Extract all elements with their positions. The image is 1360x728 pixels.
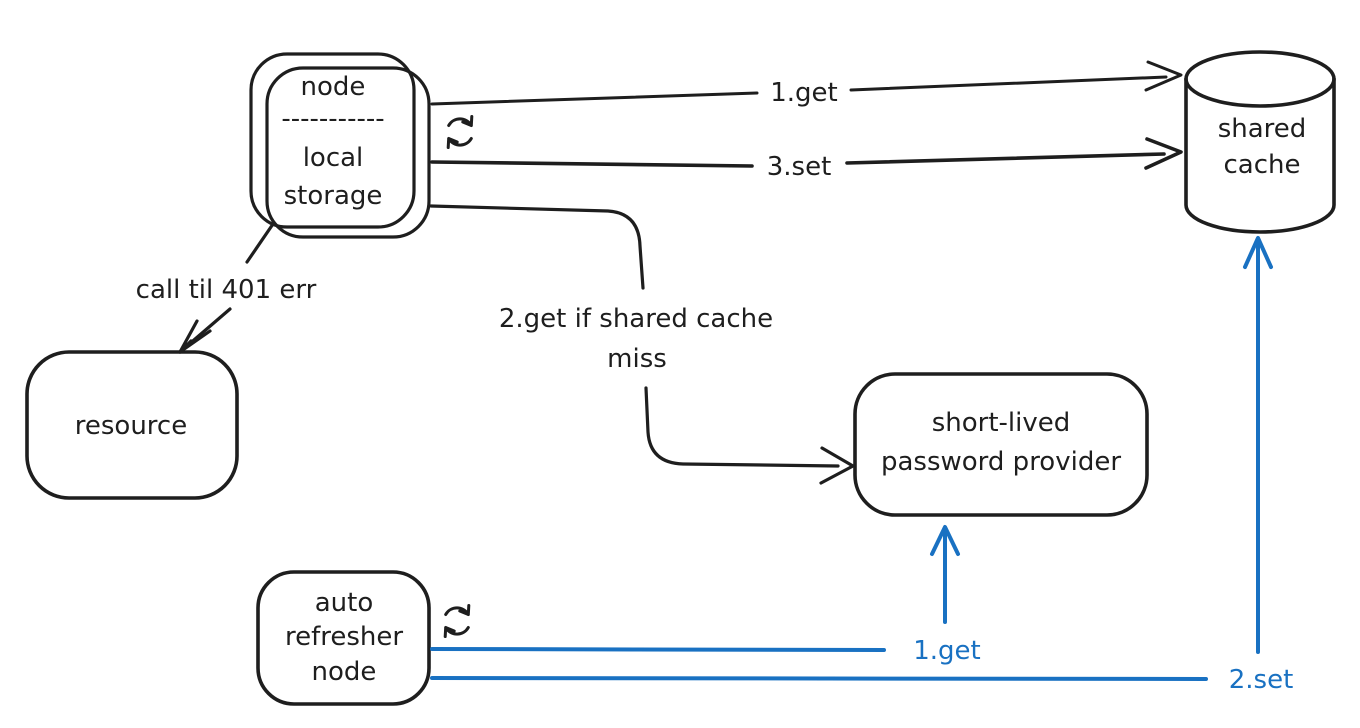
node-box-title: node <box>301 72 366 102</box>
auto-refresher-box: auto refresher node <box>256 570 431 706</box>
refresh-icon <box>446 115 474 149</box>
shared-cache-cylinder: shared cache <box>1184 50 1336 234</box>
resource-label: resource <box>75 411 187 441</box>
node-box-body-line2: storage <box>284 181 383 211</box>
arrow-node-get-if-miss: 2.get if shared cache miss <box>429 204 855 485</box>
arrow-refresher-get-provider: 1.get <box>430 525 981 666</box>
password-provider-label-line2: password provider <box>881 447 1121 477</box>
auto-refresher-label-line1: auto <box>315 588 374 618</box>
node-box-back <box>265 66 431 239</box>
auto-refresher-label-line3: node <box>312 657 377 687</box>
arrowhead-right <box>1144 137 1183 170</box>
refresh-icon <box>443 604 471 638</box>
arrow-node-set-shared-cache: 3.set <box>430 137 1183 182</box>
arrow-miss-label-line1: 2.get if shared cache <box>499 304 773 334</box>
arrow-node-get-shared-cache: 1.get <box>430 60 1183 108</box>
auto-refresher-label-line2: refresher <box>285 622 403 652</box>
password-provider-label-line1: short-lived <box>932 408 1071 438</box>
arrow-node-get-label: 1.get <box>770 78 838 108</box>
arrow-miss-label-line2: miss <box>607 344 667 374</box>
arrowhead-up <box>930 525 960 556</box>
password-provider-box: short-lived password provider <box>853 372 1149 517</box>
arrow-node-set-label: 3.set <box>767 152 832 182</box>
arrow-refresher-get-label: 1.get <box>913 636 981 666</box>
arrow-refresher-set-cache: 2.set <box>430 236 1294 695</box>
resource-box: resource <box>25 350 239 500</box>
node-box-body-line1: local <box>303 143 364 173</box>
shared-cache-label-line1: shared <box>1218 114 1307 144</box>
node-box-front <box>249 52 416 229</box>
arrow-call-label: call til 401 err <box>136 275 317 305</box>
arrowhead-right <box>1144 60 1183 92</box>
node-box-divider: ----------- <box>281 104 384 134</box>
node-local-storage-box: node ----------- local storage <box>249 52 431 239</box>
arrow-refresher-set-label: 2.set <box>1229 665 1294 695</box>
arrowhead-right <box>819 446 855 485</box>
arrowhead-down-left <box>178 319 212 354</box>
shared-cache-label-line2: cache <box>1224 150 1301 180</box>
arrow-node-call-resource: call til 401 err <box>136 222 317 354</box>
arrowhead-up <box>1243 236 1273 269</box>
